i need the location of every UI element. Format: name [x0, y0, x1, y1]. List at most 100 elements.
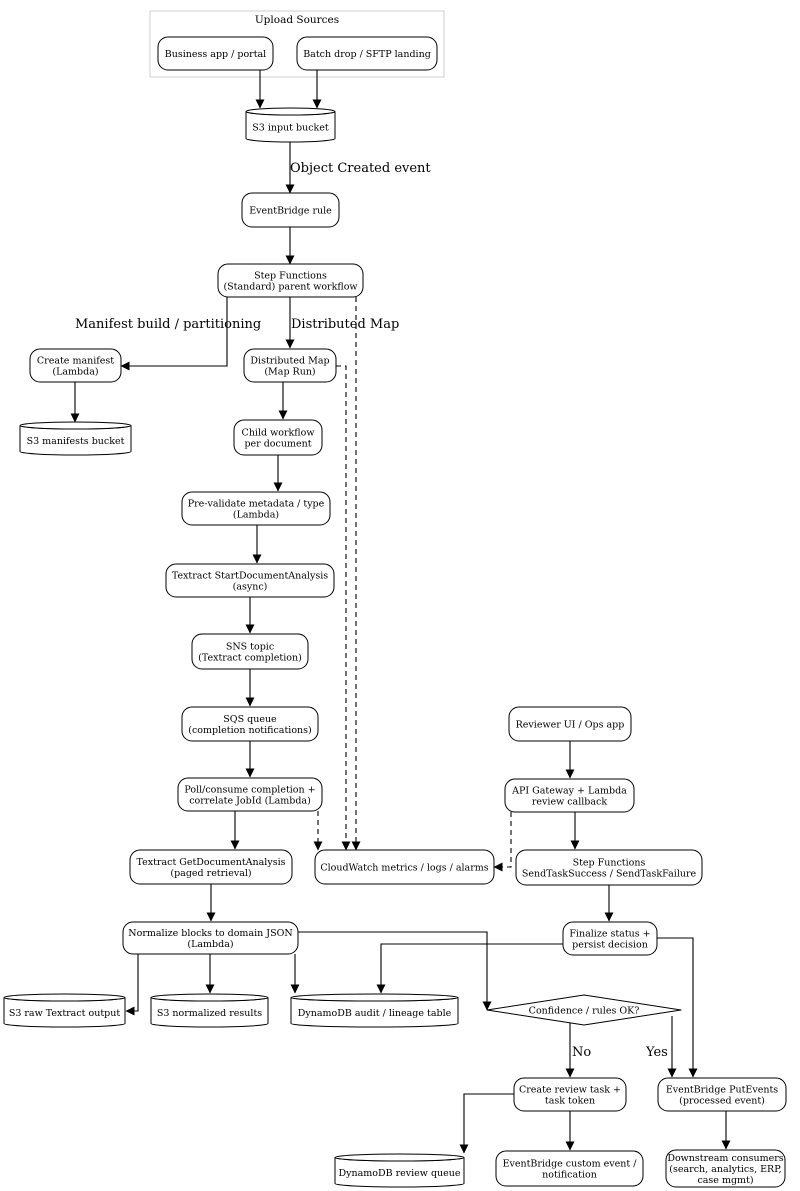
create-review-box: [513, 1077, 627, 1112]
eventbridge-rule-box: [241, 192, 340, 228]
confidence-label-line: Confidence / rules OK?: [529, 1006, 640, 1017]
edge-normalize-to-s3-raw: [125, 954, 139, 1016]
node-downstream: Downstream consumers(search, analytics, …: [665, 1149, 786, 1188]
edges: [70, 70, 731, 1154]
node-normalize: Normalize blocks to domain JSON(Lambda): [122, 921, 299, 955]
dynamo-audit-cylinder-top: [290, 993, 459, 1002]
sns-topic-box: [191, 633, 309, 670]
sqs-queue-box: [181, 706, 319, 742]
node-sqs-queue: SQS queue(completion notifications): [181, 706, 319, 742]
edge-review-to-dynamo-review: [459, 1093, 514, 1154]
cluster-label: Upload Sources: [255, 14, 339, 26]
apigw-callback-box: [504, 778, 635, 813]
sqs-queue-label-line: (completion notifications): [188, 725, 312, 736]
sf-parent-box: [217, 263, 364, 298]
node-s3-input: S3 input bucket: [245, 107, 336, 143]
s3-raw-label-line: S3 raw Textract output: [9, 1008, 121, 1019]
poll-consume-label-line: correlate JobId (Lambda): [189, 796, 311, 807]
textract-get-label-line: (paged retrieval): [170, 868, 251, 879]
node-prevalidate: Pre-validate metadata / type(Lambda): [181, 491, 331, 526]
textract-start-label-line: (async): [233, 582, 268, 593]
upload-sources-cluster: Upload Sources: [149, 10, 445, 78]
textract-get-label-line: Textract GetDocumentAnalysis: [137, 857, 286, 868]
dynamo-audit-label-line: DynamoDB audit / lineage table: [298, 1008, 452, 1019]
edge-label-object-created: Object Created event: [290, 161, 431, 176]
node-s3-manifests: S3 manifests bucket: [19, 421, 132, 456]
prevalidate-box: [181, 491, 331, 526]
apigw-callback-label-line: API Gateway + Lambda: [511, 786, 627, 797]
reviewer-ui-box: [508, 706, 632, 742]
cloudwatch-box: [314, 849, 495, 885]
edge-finalize-to-eb-putevents: [657, 937, 698, 1078]
prevalidate-label-line: Pre-validate metadata / type: [188, 499, 325, 510]
sf-callback-box: [515, 849, 703, 886]
node-s3-normalized: S3 normalized results: [150, 993, 269, 1028]
sns-topic-label-line: (Textract completion): [198, 653, 302, 664]
s3-normalized-cylinder-top: [150, 993, 269, 1002]
eb-custom-box: [495, 1150, 644, 1187]
poll-consume-label-line: Poll/consume completion +: [184, 785, 315, 796]
child-wf-label-line: per document: [244, 439, 311, 450]
edge-dist-map-to-cloudwatch: [336, 365, 351, 851]
textract-start-label-line: Textract StartDocumentAnalysis: [172, 571, 328, 582]
s3-input-cylinder-top: [245, 107, 336, 116]
dist-map-box: [243, 348, 337, 383]
node-cloudwatch: CloudWatch metrics / logs / alarms: [314, 849, 495, 885]
edge-label-distributed-map: Distributed Map: [291, 317, 399, 332]
eb-custom-label-line: notification: [542, 1170, 597, 1181]
reviewer-ui-label-line: Reviewer UI / Ops app: [516, 720, 625, 731]
node-eb-custom: EventBridge custom event /notification: [495, 1150, 644, 1187]
sf-callback-label-line: Step Functions: [573, 858, 646, 869]
dynamo-review-cylinder-top: [334, 1153, 465, 1162]
confidence-diamond: [486, 994, 682, 1026]
eb-putevents-label-line: EventBridge PutEvents: [666, 1085, 778, 1096]
downstream-label-line: Downstream consumers: [667, 1153, 783, 1164]
textract-start-box: [165, 563, 335, 598]
edge-apigw-to-cloudwatch: [493, 812, 512, 872]
child-wf-label-line: Child workflow: [242, 428, 315, 439]
eventbridge-rule-label-line: EventBridge rule: [249, 206, 332, 217]
batch-drop-box: [296, 36, 438, 71]
edge-parent-to-create-manifest: [120, 297, 228, 371]
edge-label-yes: Yes: [645, 1045, 668, 1060]
node-dynamo-review: DynamoDB review queue: [334, 1153, 465, 1188]
downstream-label-line: case mgmt): [697, 1175, 753, 1186]
cloudwatch-label-line: CloudWatch metrics / logs / alarms: [320, 863, 488, 874]
create-manifest-box: [29, 348, 122, 383]
downstream-label-line: (search, analytics, ERP,: [669, 1164, 781, 1175]
node-poll-consume: Poll/consume completion +correlate JobId…: [177, 777, 323, 812]
node-eventbridge-rule: EventBridge rule: [241, 192, 340, 228]
sf-parent-label-line: (Standard) parent workflow: [223, 282, 357, 293]
eb-custom-label-line: EventBridge custom event /: [503, 1159, 638, 1170]
edge-normalize-to-confidence: [298, 931, 492, 1011]
node-dynamo-audit: DynamoDB audit / lineage table: [290, 993, 459, 1028]
dist-map-label-line: Distributed Map: [250, 356, 329, 367]
node-eb-putevents: EventBridge PutEvents(processed event): [657, 1077, 787, 1112]
sf-parent-label-line: Step Functions: [254, 271, 327, 282]
apigw-callback-label-line: review callback: [532, 797, 607, 808]
normalize-label-line: (Lambda): [187, 939, 233, 950]
node-textract-start: Textract StartDocumentAnalysis(async): [165, 563, 335, 598]
s3-raw-cylinder-top: [3, 993, 126, 1002]
prevalidate-label-line: (Lambda): [233, 510, 279, 521]
poll-consume-box: [177, 777, 323, 812]
eb-putevents-box: [657, 1077, 787, 1112]
sns-topic-label-line: SNS topic: [226, 642, 274, 653]
node-sf-parent: Step Functions(Standard) parent workflow: [217, 263, 364, 298]
textract-get-box: [129, 849, 293, 885]
child-wf-box: [233, 419, 323, 456]
create-review-label-line: task token: [545, 1096, 595, 1107]
finalize-box: [562, 921, 658, 956]
finalize-label-line: Finalize status +: [569, 929, 650, 940]
node-create-manifest: Create manifest(Lambda): [29, 348, 122, 383]
node-reviewer-ui: Reviewer UI / Ops app: [508, 706, 632, 742]
node-textract-get: Textract GetDocumentAnalysis(paged retri…: [129, 849, 293, 885]
s3-input-label-line: S3 input bucket: [252, 123, 329, 134]
create-manifest-label-line: (Lambda): [52, 367, 98, 378]
finalize-label-line: persist decision: [572, 940, 648, 951]
edge-finalize-to-dynamo-audit: [376, 943, 563, 994]
